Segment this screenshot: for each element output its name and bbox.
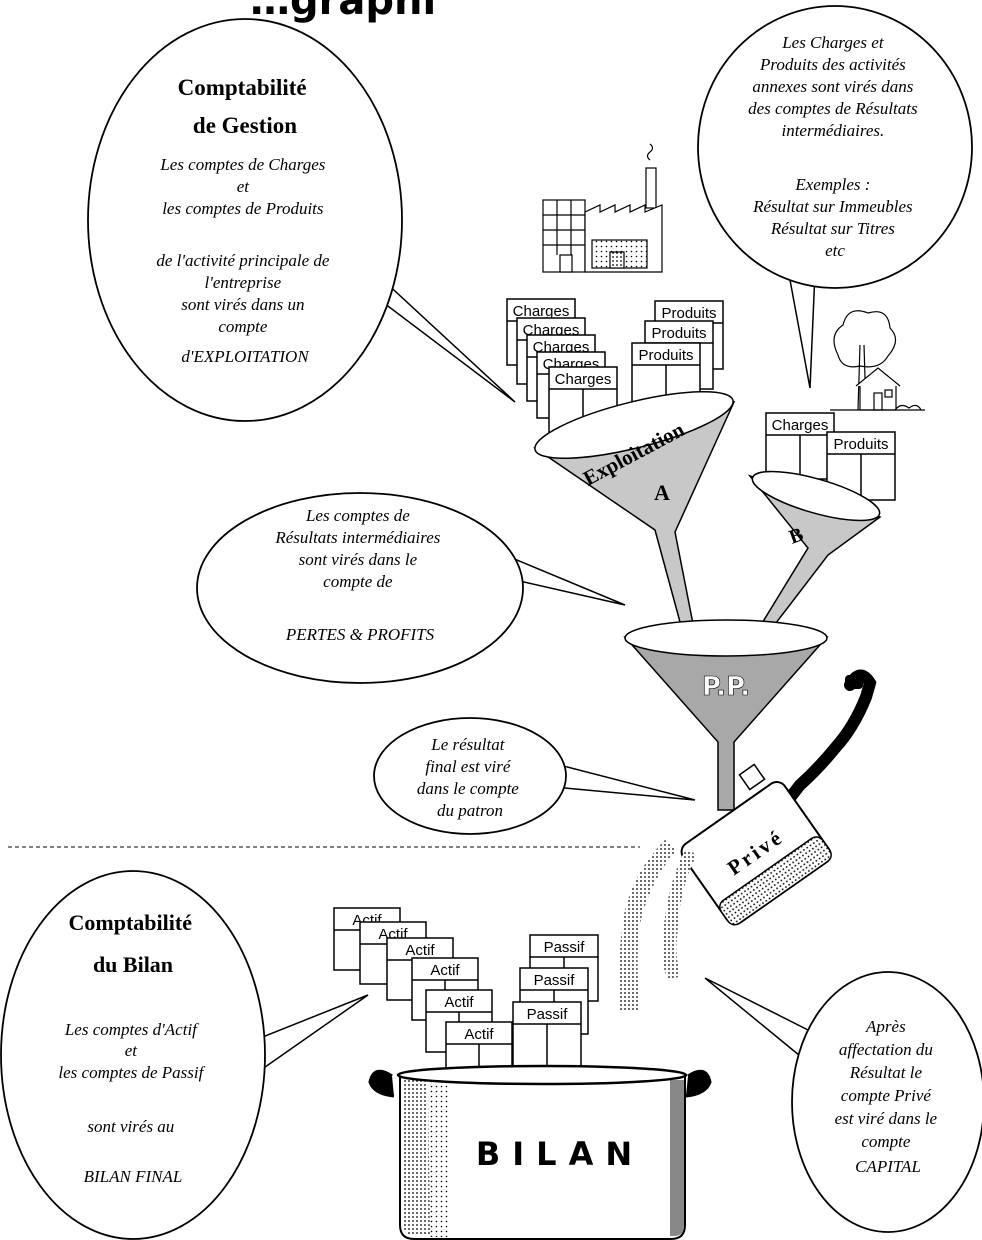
can-handle-tip bbox=[845, 675, 863, 689]
patron-bubble-outline bbox=[373, 717, 567, 835]
bilan-bubble-outline bbox=[0, 870, 266, 1240]
patron-bubble: Le résultat final est viré dans le compt… bbox=[373, 717, 696, 835]
actif-account-5-label: Actif bbox=[444, 994, 474, 1011]
capital-bubble: Après affectation du Résultat le compte … bbox=[704, 971, 982, 1233]
capital-bubble-tail bbox=[704, 977, 813, 1061]
produits-account-1-label: Produits bbox=[661, 305, 716, 322]
bilan-bubble: Comptabilité du Bilan Les comptes d'Acti… bbox=[0, 870, 369, 1240]
factory-icon bbox=[542, 143, 663, 273]
annex-charges-account-label: Charges bbox=[772, 417, 829, 434]
funnel-b-rim bbox=[751, 470, 881, 522]
funnel-exploitation: Exploitation A bbox=[533, 390, 736, 634]
bilan-pot: BILAN bbox=[368, 1064, 712, 1240]
pot-body bbox=[399, 1074, 686, 1240]
gestion-bubble-heading: Comptabilité de Gestion bbox=[178, 75, 313, 138]
bilan-bubble-heading: Comptabilité du Bilan bbox=[69, 910, 198, 977]
house-with-tree-icon bbox=[830, 310, 925, 411]
pot-label: BILAN bbox=[476, 1135, 644, 1173]
gestion-bubble-tail bbox=[369, 267, 516, 403]
passif-account-3-label: Passif bbox=[527, 1006, 569, 1023]
produits-account-3-label: Produits bbox=[638, 347, 693, 364]
pouring-stream bbox=[619, 840, 697, 1010]
gestion-bubble-text: Les comptes de Charges et les comptes de… bbox=[156, 155, 333, 366]
actif-account-3-label: Actif bbox=[405, 942, 435, 959]
capital-bubble-text: Après affectation du Résultat le compte … bbox=[835, 1017, 942, 1176]
annexes-bubble-tail bbox=[789, 271, 816, 389]
passif-account-3: Passif bbox=[512, 1001, 582, 1069]
pp-bubble: Les comptes de Résultats intermédiaires … bbox=[196, 492, 626, 684]
pot-left-shade-light bbox=[428, 1080, 448, 1237]
annex-produits-account-label: Produits bbox=[833, 436, 888, 453]
annexes-bubble-text: Les Charges et Produits des activités an… bbox=[748, 33, 922, 260]
annex-produits-account: Produits bbox=[826, 431, 896, 501]
annex-charges-account: Charges bbox=[765, 412, 835, 480]
funnel-a-rim bbox=[534, 390, 734, 460]
capital-bubble-outline bbox=[791, 971, 982, 1233]
can-bottom-shade bbox=[719, 836, 832, 926]
patron-bubble-text: Le résultat final est viré dans le compt… bbox=[417, 735, 523, 820]
pot-right-handle bbox=[685, 1069, 712, 1098]
pot-left-handle bbox=[368, 1069, 395, 1098]
page-title-partial: …graphi bbox=[250, 0, 436, 24]
funnel-pp: P.P. bbox=[623, 619, 829, 811]
gestion-bubble-outline bbox=[87, 18, 403, 422]
annexes-bubble-outline bbox=[697, 5, 973, 289]
funnel-pp-label: P.P. bbox=[702, 672, 750, 702]
actif-account-4-label: Actif bbox=[430, 962, 460, 979]
pot-left-shade bbox=[402, 1080, 430, 1235]
pot-right-shade bbox=[670, 1080, 684, 1236]
prive-can: Privé bbox=[680, 669, 877, 926]
charges-account-1-label: Charges bbox=[513, 303, 570, 320]
bilan-bubble-text: Les comptes d'Actif et les comptes de Pa… bbox=[58, 1020, 207, 1186]
patron-bubble-tail bbox=[542, 761, 696, 801]
annexes-bubble: Les Charges et Produits des activités an… bbox=[697, 5, 973, 389]
actif-account-6-label: Actif bbox=[464, 1026, 494, 1043]
passif-account-1-label: Passif bbox=[544, 939, 586, 956]
can-handle bbox=[780, 669, 877, 809]
funnel-b: B bbox=[747, 470, 882, 637]
gestion-bubble: Comptabilité de Gestion Les comptes de C… bbox=[87, 18, 516, 422]
passif-account-2-label: Passif bbox=[534, 972, 576, 989]
can-spout bbox=[738, 763, 766, 791]
funnel-pp-rim bbox=[624, 619, 828, 657]
bilan-bubble-tail bbox=[249, 994, 369, 1073]
charges-account-5-label: Charges bbox=[555, 371, 612, 388]
funnel-a-label: A bbox=[654, 480, 670, 505]
pp-bubble-text: Les comptes de Résultats intermédiaires … bbox=[274, 506, 444, 644]
pot-rim bbox=[396, 1064, 688, 1086]
produits-account-2-label: Produits bbox=[651, 325, 706, 342]
pp-bubble-outline bbox=[196, 492, 524, 684]
